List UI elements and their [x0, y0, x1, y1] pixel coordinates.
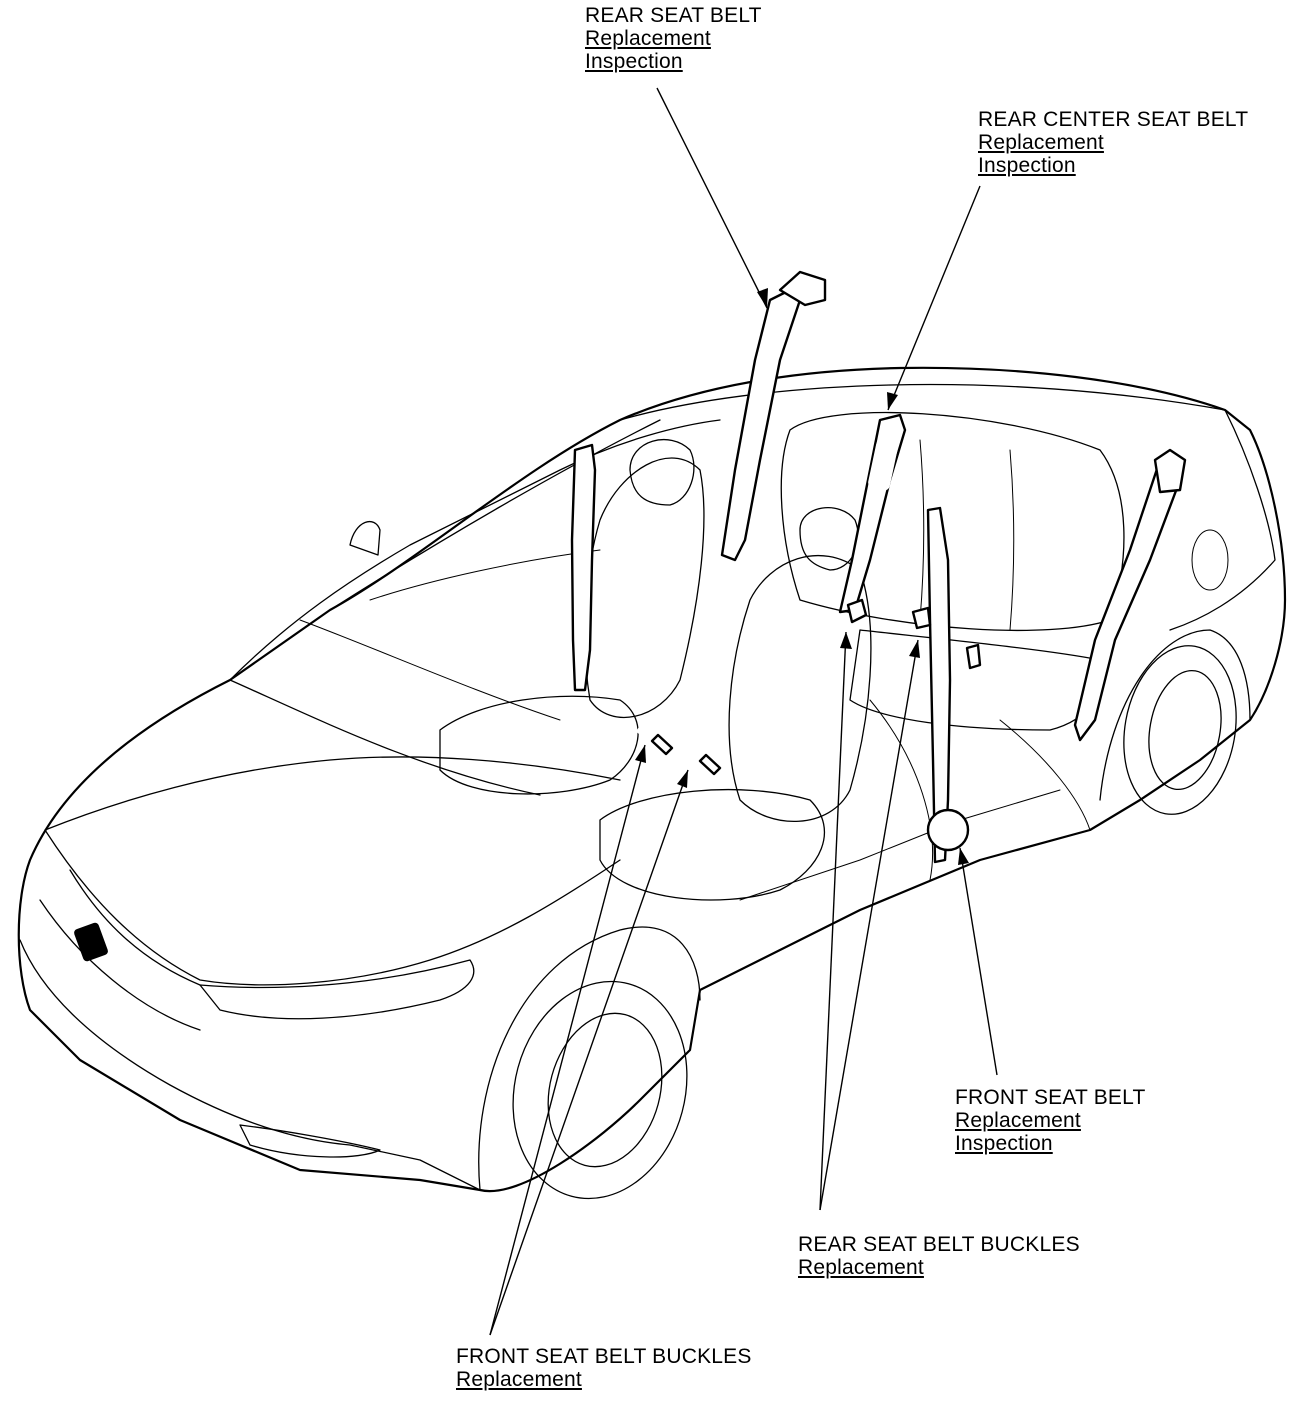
replacement-link[interactable]: Replacement [798, 1256, 924, 1279]
front-seat-right-headrest [799, 507, 859, 571]
replacement-link[interactable]: Replacement [978, 131, 1104, 154]
rear-buckle-2 [911, 606, 932, 630]
roof-line [329, 383, 1226, 611]
headlight-right [199, 959, 475, 1020]
rear-seat-belt-part [720, 288, 802, 562]
inspection-link[interactable]: Inspection [978, 154, 1076, 177]
front-wheel-inner [547, 1012, 663, 1168]
callout-rear-center-seat-belt: REAR CENTER SEAT BELT Replacement Inspec… [978, 108, 1248, 177]
windshield [229, 419, 721, 796]
callout-title: FRONT SEAT BELT BUCKLES [456, 1345, 752, 1368]
rear-hatch [1169, 409, 1276, 631]
replacement-link[interactable]: Replacement [955, 1109, 1081, 1132]
front-wheel [512, 980, 688, 1200]
callout-rear-seat-belt-buckles: REAR SEAT BELT BUCKLES Replacement [798, 1233, 1080, 1279]
callout-title: FRONT SEAT BELT [955, 1086, 1146, 1109]
car-body-outline [17, 366, 1287, 1193]
front-seat-belt-left-part [570, 443, 597, 692]
rear-seat-bench [780, 411, 1125, 632]
front-seat-left-headrest [629, 439, 695, 506]
callout-front-seat-belt: FRONT SEAT BELT Replacement Inspection [955, 1086, 1145, 1155]
replacement-link[interactable]: Replacement [585, 27, 711, 50]
leader-lines [489, 87, 998, 1336]
callout-title: REAR CENTER SEAT BELT [978, 108, 1249, 131]
emblem [74, 922, 108, 962]
hood [44, 756, 621, 986]
rear-buckle-1 [846, 598, 868, 624]
inspection-link[interactable]: Inspection [585, 50, 683, 73]
callout-title: REAR SEAT BELT BUCKLES [798, 1233, 1080, 1256]
front-seat-right-cushion [599, 788, 826, 901]
front-bumper [19, 939, 481, 1191]
callout-rear-seat-belt: REAR SEAT BELT Replacement Inspection [585, 4, 762, 73]
front-seat-right-back [728, 554, 872, 823]
front-seat-left-back [584, 457, 705, 719]
side-mirror [349, 520, 381, 556]
rear-wheel-arch [1099, 629, 1251, 801]
callout-title: REAR SEAT BELT [585, 4, 762, 27]
front-seat-left-cushion [439, 695, 639, 795]
inspection-link[interactable]: Inspection [955, 1132, 1053, 1155]
fog-light [239, 1124, 381, 1158]
rear-wheel [1123, 645, 1237, 815]
side-sill [699, 829, 1091, 991]
replacement-link[interactable]: Replacement [456, 1368, 582, 1391]
grille [39, 869, 201, 1031]
rear-wheel-inner [1148, 669, 1222, 791]
callout-front-seat-belt-buckles: FRONT SEAT BELT BUCKLES Replacement [456, 1345, 752, 1391]
front-wheel-arch [478, 926, 701, 1191]
